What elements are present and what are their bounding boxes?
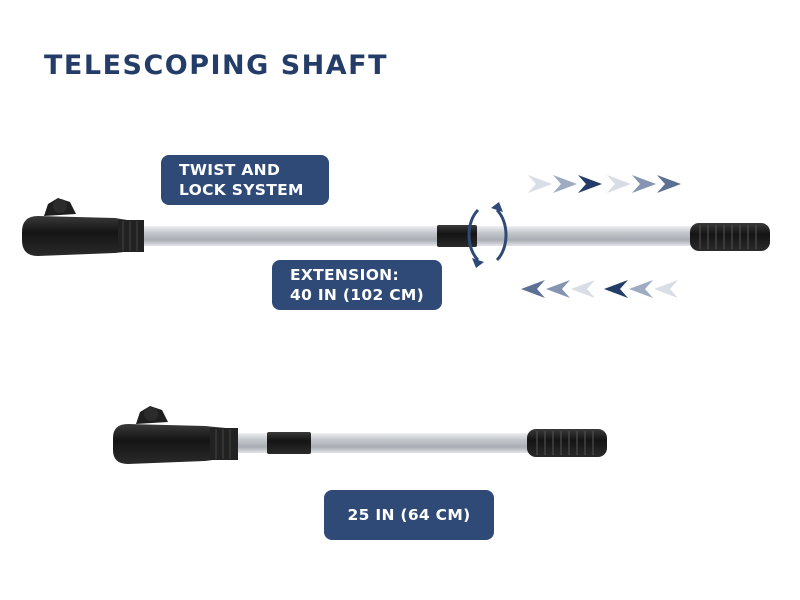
retract-chevrons [521, 280, 678, 298]
chevron-right-icon [578, 175, 602, 193]
page-title: TELESCOPING SHAFT [44, 50, 389, 81]
twist-lock-label: TWIST AND LOCK SYSTEM [161, 155, 329, 205]
chevron-right-icon [607, 175, 631, 193]
extended-lock-collar [437, 225, 477, 247]
chevron-left-icon [629, 280, 653, 298]
retracted-grip [527, 429, 607, 457]
extend-chevrons [528, 175, 681, 193]
retracted-length-label: 25 IN (64 CM) [324, 490, 494, 540]
chevron-right-icon [632, 175, 656, 193]
chevron-right-icon [528, 175, 552, 193]
retracted-mount-bracket [113, 406, 238, 464]
chevron-left-icon [546, 280, 570, 298]
retracted-tiller [113, 406, 607, 464]
chevron-left-icon [571, 280, 595, 298]
extension-label: EXTENSION: 40 IN (102 CM) [272, 260, 442, 310]
extended-grip [690, 223, 770, 251]
chevron-left-icon [654, 280, 678, 298]
twist-lock-label-line1: TWIST AND [179, 161, 281, 179]
circular-twist-arrows-icon [467, 202, 508, 268]
extension-label-line2: 40 IN (102 CM) [290, 286, 425, 304]
extension-label-line1: EXTENSION: [290, 266, 399, 284]
retracted-lock-collar [267, 432, 311, 454]
chevron-left-icon [521, 280, 545, 298]
extended-shaft [140, 226, 700, 246]
extended-mount-bracket [22, 198, 144, 256]
chevron-right-icon [657, 175, 681, 193]
chevron-right-icon [553, 175, 577, 193]
twist-lock-label-line2: LOCK SYSTEM [179, 181, 304, 199]
extended-tiller [22, 198, 770, 256]
retracted-length-text: 25 IN (64 CM) [347, 506, 471, 524]
chevron-left-icon [604, 280, 628, 298]
